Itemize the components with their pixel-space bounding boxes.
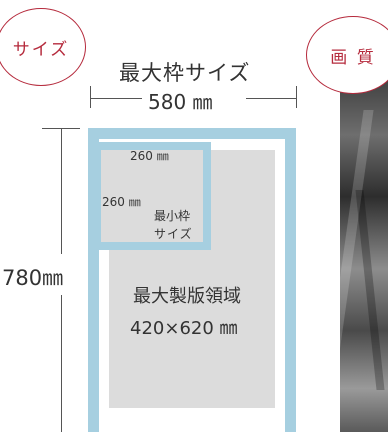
print-area-title: 最大製版領域: [133, 286, 241, 307]
height-dim-line-bottom: [61, 295, 62, 432]
max-frame-height: 780㎜: [2, 266, 64, 290]
height-dim-line-top: [61, 128, 62, 254]
sample-photo: [328, 70, 388, 432]
width-dim-tick-left: [90, 86, 91, 108]
quality-badge-label: 画 質: [330, 47, 376, 68]
min-frame-label-line2: サイズ: [154, 227, 193, 241]
max-frame-width: 580 ㎜: [148, 90, 213, 114]
min-frame-width: 260 ㎜: [130, 149, 169, 163]
size-badge-label: サイズ: [12, 39, 70, 60]
min-frame-height: 260 ㎜: [102, 195, 141, 209]
max-frame-title: 最大枠サイズ: [119, 61, 251, 85]
print-area-size: 420×620 ㎜: [130, 318, 238, 339]
min-frame-inner: [101, 150, 203, 242]
width-dim-line-left: [90, 98, 142, 99]
quality-badge: 画 質: [306, 16, 388, 94]
size-badge: サイズ: [0, 8, 86, 86]
width-dim-tick-right: [296, 86, 297, 108]
min-frame-label-line1: 最小枠: [154, 209, 191, 223]
photo-shadow: [355, 190, 385, 390]
width-dim-line-right: [246, 98, 296, 99]
